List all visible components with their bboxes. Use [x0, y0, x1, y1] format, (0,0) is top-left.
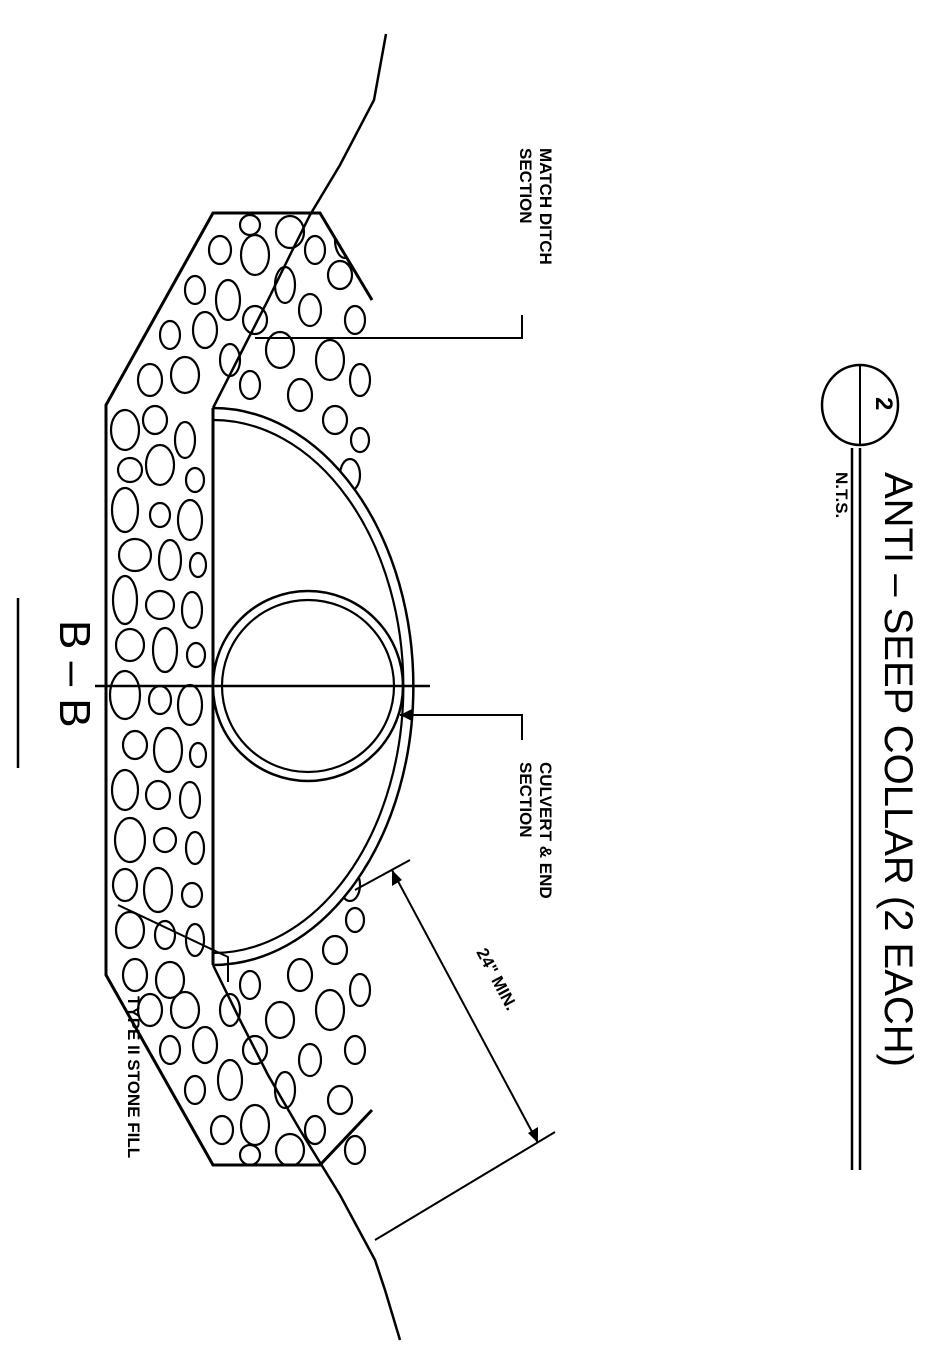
- dimension-label: 24" MIN.: [472, 945, 521, 1014]
- culvert-label-line2: SECTION: [516, 762, 535, 838]
- detail-number: 2: [870, 397, 897, 410]
- culvert-leader-arrow: [400, 709, 412, 721]
- section-label: B – B: [50, 620, 99, 728]
- match-ditch-label-line1: MATCH DITCH: [536, 148, 555, 265]
- stone-fill-label: TYPE II STONE FILL: [124, 996, 143, 1158]
- dimension-line: [391, 869, 539, 1144]
- match-ditch-leader: [255, 315, 523, 339]
- stone-fill-texture: [108, 213, 372, 1165]
- dimension-arrow-top: [392, 870, 402, 886]
- culvert-leader: [400, 714, 523, 740]
- dimension-arrow-bottom: [528, 1127, 538, 1143]
- dimension-ext-bottom: [374, 1131, 556, 1241]
- scale-note: N.T.S.: [832, 472, 851, 518]
- ground-line-top: [211, 33, 388, 409]
- stone-fill-outline: [104, 211, 374, 1167]
- dimension-ext-top: [354, 859, 411, 891]
- culvert-label-line1: CULVERT & END: [536, 762, 555, 899]
- ground-line-bottom: [211, 964, 402, 1341]
- match-ditch-label-line2: SECTION: [516, 148, 535, 224]
- stone-fill-leader: [117, 904, 229, 982]
- drawing-title: ANTI – SEEP COLLAR (2 EACH): [876, 472, 920, 1067]
